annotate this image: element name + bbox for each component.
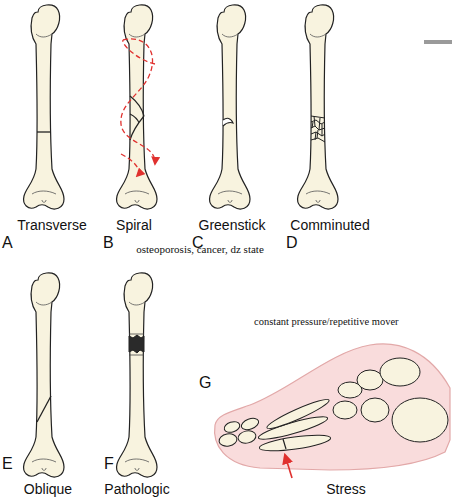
panel-letter: F	[104, 455, 114, 473]
fracture-name: Oblique	[24, 481, 72, 497]
note: osteoporosis, cancer, dz state	[136, 243, 264, 256]
fracture-name: Transverse	[17, 217, 87, 233]
panel-letter: A	[2, 234, 13, 252]
humerus-greenstick	[210, 5, 250, 209]
gray-bar	[424, 40, 452, 44]
fracture-name: Stress	[326, 481, 366, 497]
fracture-name: Pathologic	[104, 481, 169, 497]
humerus-spiral	[117, 5, 157, 209]
humerus-transverse	[24, 5, 64, 209]
fracture-name: Spiral	[116, 217, 152, 233]
humerus-pathologic	[117, 273, 157, 477]
fracture-name: Comminuted	[290, 217, 369, 233]
panel-letter: D	[286, 234, 298, 252]
red-arrow	[285, 455, 292, 478]
panel-letter: G	[199, 374, 211, 392]
fracture-name: Greenstick	[199, 217, 266, 233]
humerus-comminuted	[298, 5, 338, 209]
panel-letter: B	[103, 234, 114, 252]
foot-stress	[215, 344, 450, 478]
note: constant pressure/repetitive mover	[254, 316, 399, 328]
panel-letter: E	[2, 455, 13, 473]
humerus-oblique	[24, 273, 64, 477]
